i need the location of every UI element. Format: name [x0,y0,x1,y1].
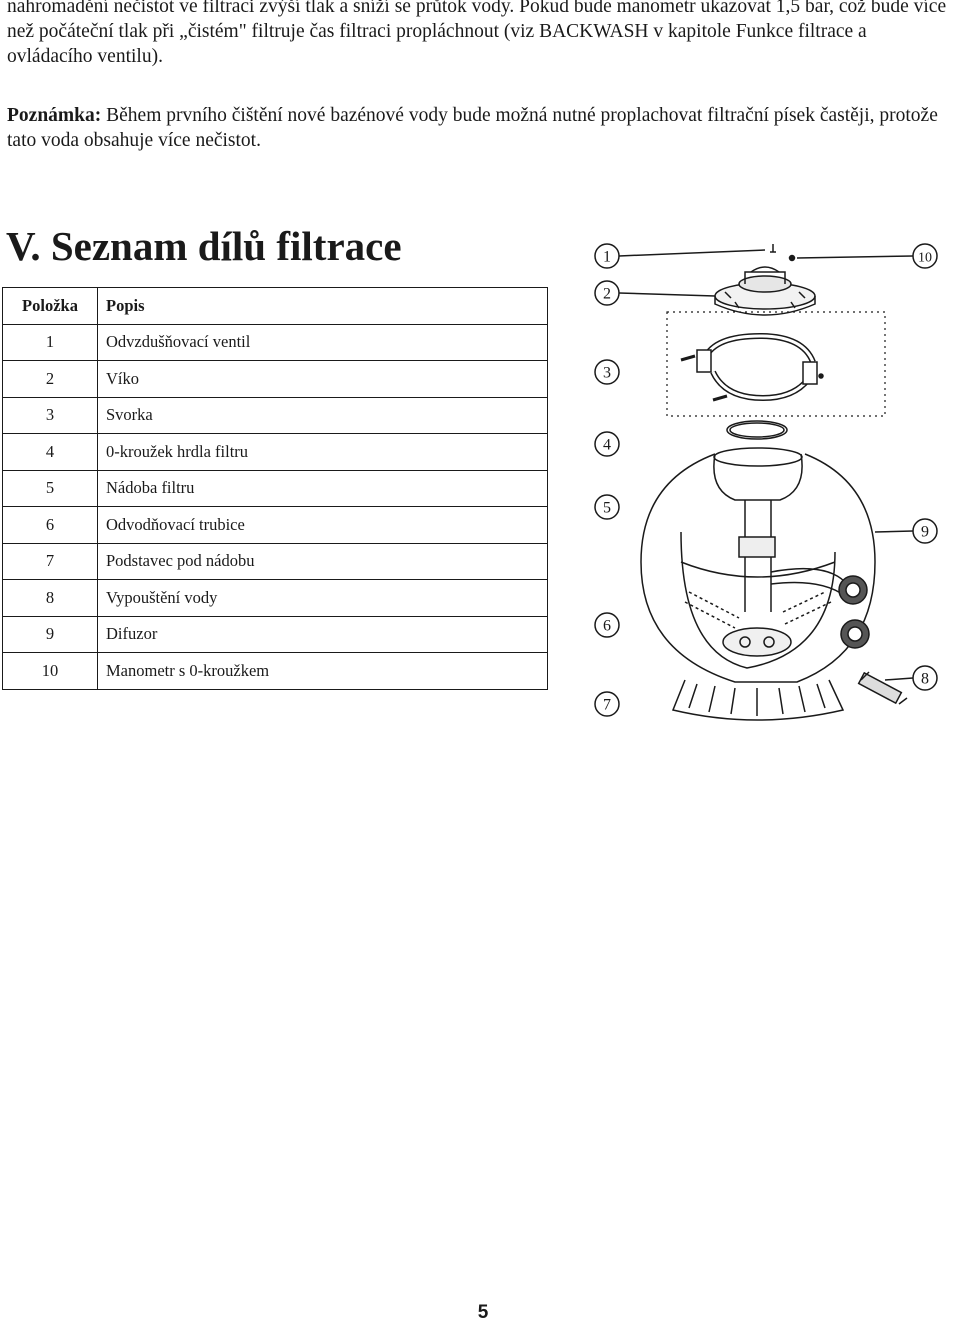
intro-paragraph: nahromadění nečistot ve filtraci zvýší t… [7,0,947,67]
item-number: 3 [2,396,98,434]
header-description: Popis [97,287,548,325]
filter-exploded-diagram: 1 2 3 4 5 6 7 8 9 10 [594,243,938,721]
item-description: Podstavec pod nádobu [97,542,548,580]
callout-2-label: 2 [603,286,611,303]
callout-5-label: 5 [603,500,611,517]
item-description: Difuzor [97,615,548,653]
item-description: Vypouštění vody [97,579,548,617]
item-description: Manometr s 0-kroužkem [97,652,548,690]
note-text: Během prvního čištění nové bazénové vody… [7,105,938,151]
table-header-row: Položka Popis [2,287,548,325]
header-item: Položka [2,287,98,325]
callout-6-label: 6 [603,618,611,635]
item-description: Nádoba filtru [97,469,548,507]
item-number: 2 [2,360,98,398]
callout-6 [594,612,620,638]
callout-8-label: 8 [921,671,929,688]
callout-4 [594,431,620,457]
item-description: Odvodňovací trubice [97,506,548,544]
item-number: 4 [2,433,98,471]
callout-5 [594,494,620,520]
stand-part [671,679,845,721]
item-number: 10 [2,652,98,690]
drain-plug-part [857,671,908,705]
air-release-valve [770,244,776,253]
item-description: Víko [97,360,548,398]
callout-7 [594,691,620,717]
item-description: Odvzdušňovací ventil [97,323,548,361]
item-number: 8 [2,579,98,617]
item-number: 6 [2,506,98,544]
item-description: Svorka [97,396,548,434]
item-number: 7 [2,542,98,580]
item-description: 0-kroužek hrdla filtru [97,433,548,471]
item-number: 9 [2,615,98,653]
callout-9-label: 9 [921,524,929,541]
callout-4-label: 4 [603,437,611,454]
section-title: V. Seznam dílů filtrace [6,223,402,269]
callout-7-label: 7 [603,697,611,714]
callout-3-label: 3 [603,365,611,382]
item-number: 1 [2,323,98,361]
callout-10-label: 10 [918,251,932,266]
tank-part [640,447,876,683]
pressure-gauge [788,254,796,262]
lid-part [714,266,816,316]
clamp-part [680,332,824,402]
callout-1-label: 1 [603,249,611,266]
note-label: Poznámka: [7,105,102,126]
o-ring-part [726,420,788,440]
item-number: 5 [2,469,98,507]
page-number: 5 [477,1302,489,1323]
callout-3 [594,359,620,385]
note-paragraph: Poznámka: Během prvního čištění nové baz… [7,103,957,153]
